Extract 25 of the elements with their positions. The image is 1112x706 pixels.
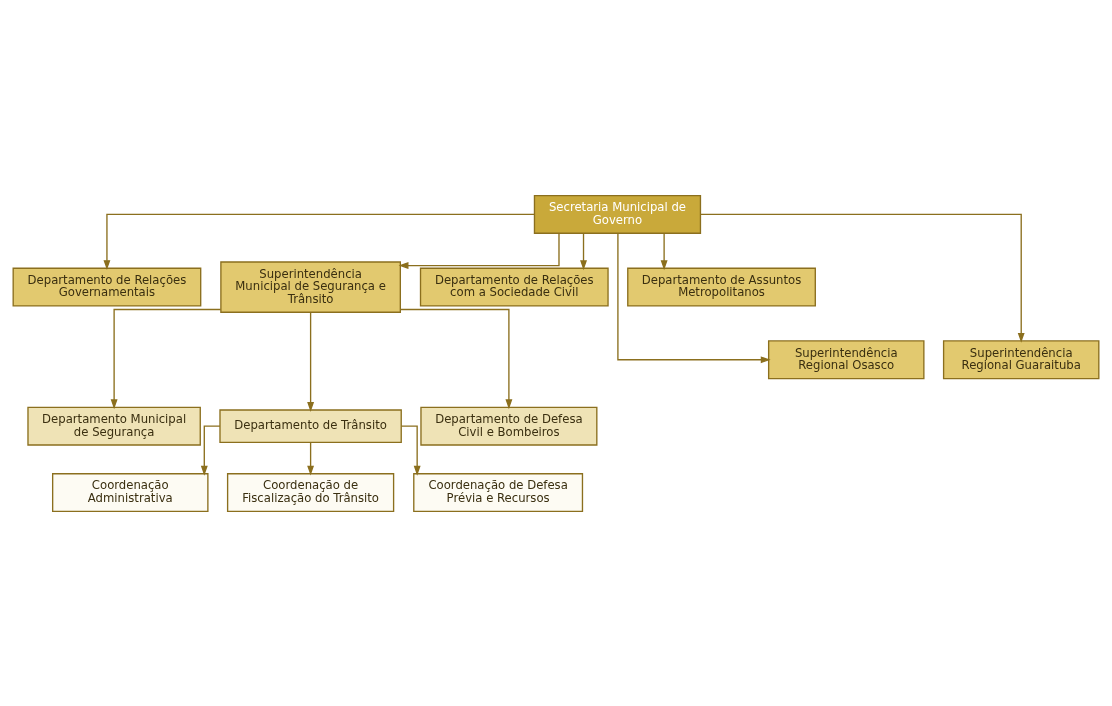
node-box: Coordenação de Defesa Prévia e Recursos: [413, 472, 584, 512]
arrow: [103, 213, 535, 270]
node-box: Superintendência Municipal de Segurança e Trânsito: [220, 260, 401, 313]
arrow: [617, 232, 771, 363]
arrow: [580, 232, 587, 270]
arrow: [660, 232, 668, 270]
node-box: Coordenação Administrativa: [52, 472, 209, 512]
node-box: Secretaria Municipal de Governo: [533, 194, 702, 234]
node-box: Departamento de Relações Governamentais: [12, 267, 202, 307]
node-box: Departamento Municipal de Segurança: [27, 406, 201, 446]
arrow: [110, 308, 222, 409]
arrow: [400, 425, 421, 476]
node-box: Departamento de Assuntos Metropolitanos: [627, 267, 816, 307]
node-box: Superintendência Regional Guaraituba: [942, 339, 1100, 379]
node-box: Departamento de Trânsito: [219, 408, 402, 443]
arrow: [398, 232, 560, 269]
arrow: [699, 213, 1025, 343]
node-box: Departamento de Relações com a Sociedade Civil: [419, 267, 609, 307]
arrow: [307, 311, 315, 412]
arrow: [200, 425, 221, 476]
arrow: [307, 441, 315, 476]
node-box: Departamento de Defesa Civil e Bombeiros: [420, 406, 598, 446]
node-box: Coordenação de Fiscalização do Trânsito: [226, 472, 395, 512]
node-box: Superintendência Regional Osasco: [767, 339, 925, 379]
arrow: [399, 308, 513, 409]
